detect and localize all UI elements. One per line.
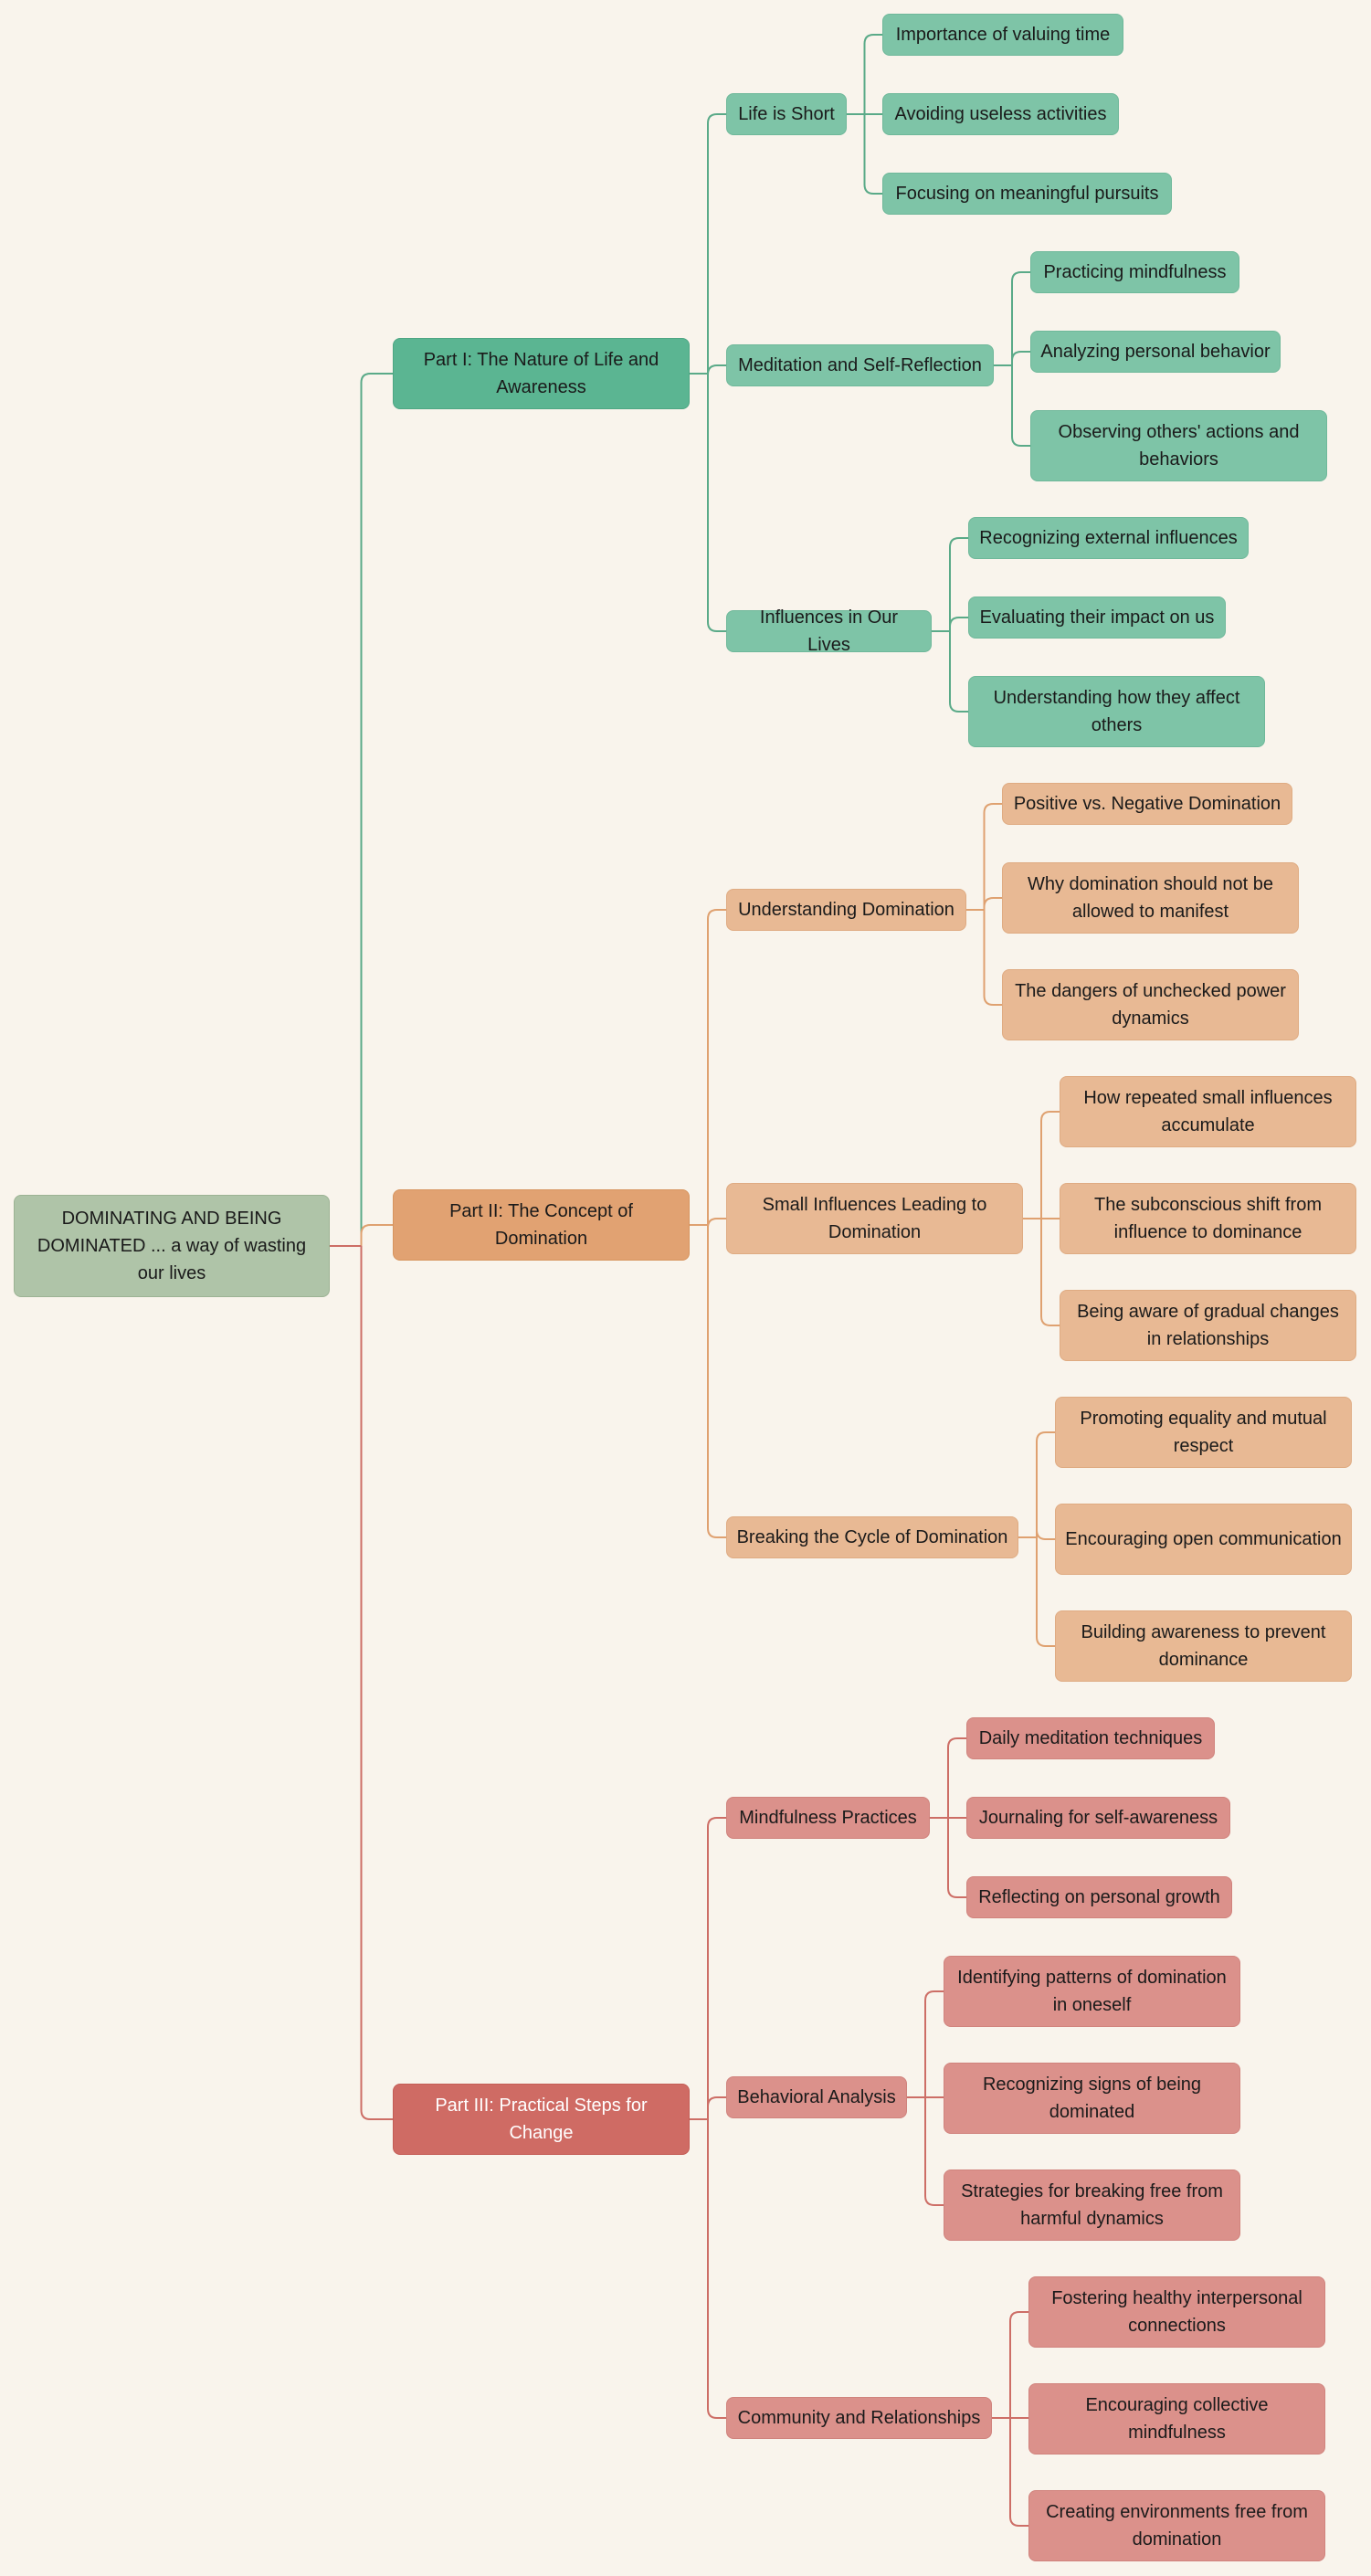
part-2-node[interactable]: Part II: The Concept of Domination [393, 1189, 690, 1261]
connector-line [330, 1245, 393, 2120]
item-repeated-small-influences[interactable]: How repeated small influences accumulate [1060, 1076, 1356, 1147]
item-identifying-patterns[interactable]: Identifying patterns of domination in on… [944, 1956, 1240, 2027]
topic-breaking-the-cycle[interactable]: Breaking the Cycle of Domination [726, 1516, 1018, 1558]
item-environments-free-from-domination[interactable]: Creating environments free from dominati… [1028, 2490, 1325, 2561]
topic-influences-in-our-lives[interactable]: Influences in Our Lives [726, 607, 932, 655]
item-why-domination-should-not-manifest[interactable]: Why domination should not be allowed to … [1002, 862, 1299, 934]
topic-understanding-domination[interactable]: Understanding Domination [726, 889, 966, 931]
item-positive-vs-negative-domination[interactable]: Positive vs. Negative Domination [1002, 783, 1292, 825]
connector-line [992, 2311, 1028, 2527]
part-3-node[interactable]: Part III: Practical Steps for Change [393, 2084, 690, 2155]
item-evaluating-their-impact[interactable]: Evaluating their impact on us [968, 596, 1226, 639]
part-1-node[interactable]: Part I: The Nature of Life and Awareness [393, 338, 690, 409]
connector-line [932, 537, 968, 713]
item-analyzing-personal-behavior[interactable]: Analyzing personal behavior [1030, 331, 1281, 373]
item-focusing-on-meaningful-pursuits[interactable]: Focusing on meaningful pursuits [882, 173, 1172, 215]
connector-line [966, 803, 1002, 1006]
connector-line [907, 1990, 944, 2206]
connector-line [330, 373, 393, 1247]
item-journaling[interactable]: Journaling for self-awareness [966, 1797, 1230, 1839]
item-dangers-of-unchecked-power[interactable]: The dangers of unchecked power dynamics [1002, 969, 1299, 1040]
item-observing-others-actions[interactable]: Observing others' actions and behaviors [1030, 410, 1327, 481]
item-recognizing-external-influences[interactable]: Recognizing external influences [968, 517, 1249, 559]
topic-behavioral-analysis[interactable]: Behavioral Analysis [726, 2076, 907, 2118]
item-fostering-connections[interactable]: Fostering healthy interpersonal connecti… [1028, 2276, 1325, 2348]
item-avoiding-useless-activities[interactable]: Avoiding useless activities [882, 93, 1119, 135]
connector-line [847, 34, 882, 195]
connector-line [1018, 1431, 1055, 1647]
item-recognizing-signs[interactable]: Recognizing signs of being dominated [944, 2063, 1240, 2134]
topic-mindfulness-practices[interactable]: Mindfulness Practices [726, 1797, 930, 1839]
root-node[interactable]: DOMINATING AND BEING DOMINATED ... a way… [14, 1195, 330, 1297]
item-open-communication[interactable]: Encouraging open communication [1055, 1504, 1352, 1575]
topic-meditation-and-self-reflection[interactable]: Meditation and Self-Reflection [726, 344, 994, 386]
topic-small-influences[interactable]: Small Influences Leading to Domination [726, 1183, 1023, 1254]
connector-line [1023, 1111, 1060, 1326]
item-gradual-changes[interactable]: Being aware of gradual changes in relati… [1060, 1290, 1356, 1361]
item-daily-meditation[interactable]: Daily meditation techniques [966, 1717, 1215, 1759]
topic-community-and-relationships[interactable]: Community and Relationships [726, 2397, 992, 2439]
connector-line [930, 1737, 966, 1898]
item-promoting-equality[interactable]: Promoting equality and mutual respect [1055, 1397, 1352, 1468]
item-importance-of-valuing-time[interactable]: Importance of valuing time [882, 14, 1123, 56]
item-collective-mindfulness[interactable]: Encouraging collective mindfulness [1028, 2383, 1325, 2455]
item-building-awareness[interactable]: Building awareness to prevent dominance [1055, 1610, 1352, 1682]
item-reflecting-on-growth[interactable]: Reflecting on personal growth [966, 1876, 1232, 1918]
connector-line [690, 113, 726, 632]
item-subconscious-shift[interactable]: The subconscious shift from influence to… [1060, 1183, 1356, 1254]
topic-life-is-short[interactable]: Life is Short [726, 93, 847, 135]
item-practicing-mindfulness[interactable]: Practicing mindfulness [1030, 251, 1239, 293]
connector-line [994, 271, 1030, 447]
item-understanding-how-they-affect-others[interactable]: Understanding how they affect others [968, 676, 1265, 747]
connector-line [690, 1817, 726, 2419]
item-strategies-for-breaking-free[interactable]: Strategies for breaking free from harmfu… [944, 2170, 1240, 2241]
connector-line [690, 909, 726, 1538]
